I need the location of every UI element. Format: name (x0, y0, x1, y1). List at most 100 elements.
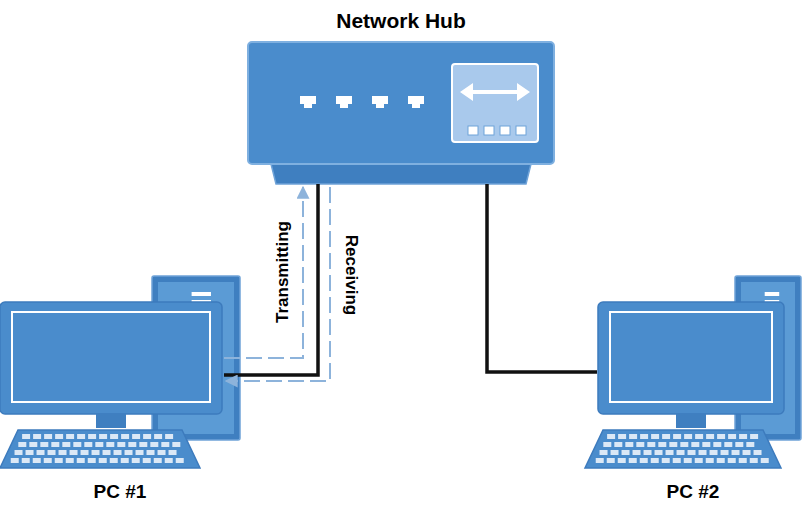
keyboard-key (55, 458, 63, 463)
keyboard-key (33, 458, 41, 463)
keyboard-key (625, 442, 633, 447)
panel-light (516, 126, 526, 135)
keyboard-key (150, 442, 158, 447)
signal-arrow (226, 187, 330, 381)
keyboard-key (106, 442, 114, 447)
keyboard-key (88, 434, 96, 439)
keyboard-key (655, 450, 663, 455)
keyboard-key (695, 434, 703, 439)
keyboard-key (684, 458, 692, 463)
keyboard-key (717, 434, 725, 439)
keyboard-key (99, 434, 107, 439)
drive-bay (192, 292, 211, 296)
keyboard-key (44, 458, 52, 463)
keyboard-key (139, 442, 147, 447)
keyboard-key (66, 434, 74, 439)
keyboard-key (143, 434, 151, 439)
keyboard-key (618, 458, 626, 463)
keyboard-key (713, 442, 721, 447)
keyboard-key (666, 450, 674, 455)
double-arrow (470, 90, 520, 94)
keyboard-key (51, 442, 59, 447)
keyboard-key (165, 458, 173, 463)
keyboard-key (103, 450, 111, 455)
keyboard-key (44, 434, 52, 439)
computer-label: PC #2 (633, 481, 753, 504)
keyboard-key (77, 434, 85, 439)
keyboard-key (761, 458, 769, 463)
keyboard-key (644, 450, 652, 455)
keyboard-key (746, 442, 754, 447)
keyboard-key (647, 442, 655, 447)
keyboard-key (735, 442, 743, 447)
keyboard-key (739, 458, 747, 463)
keyboard-key (662, 458, 670, 463)
port-icon (336, 96, 352, 108)
keyboard-key (677, 450, 685, 455)
keyboard-key (18, 442, 26, 447)
keyboard-key (633, 450, 641, 455)
keyboard-key (750, 434, 758, 439)
keyboard-key (37, 450, 45, 455)
keyboard-key (143, 458, 151, 463)
keyboard-key (702, 442, 710, 447)
keyboard-key (172, 442, 180, 447)
keyboard-key (680, 442, 688, 447)
keyboard-key (636, 442, 644, 447)
computer-label: PC #1 (60, 481, 180, 504)
keyboard-key (651, 434, 659, 439)
monitor-screen (12, 312, 210, 402)
keyboard-key (600, 450, 608, 455)
keyboard-key (95, 442, 103, 447)
keyboard-key (721, 450, 729, 455)
keyboard-key (132, 458, 140, 463)
keyboard (585, 430, 781, 468)
monitor-screen (610, 312, 772, 402)
keyboard-key (55, 434, 63, 439)
keyboard-key (117, 442, 125, 447)
keyboard-key (77, 458, 85, 463)
device-title: Network Hub (248, 8, 554, 33)
keyboard-key (132, 434, 140, 439)
keyboard-key (40, 442, 48, 447)
keyboard-key (732, 450, 740, 455)
keyboard-key (611, 450, 619, 455)
keyboard-key (11, 458, 19, 463)
panel-light (484, 126, 494, 135)
keyboard-key (92, 450, 100, 455)
panel-light (500, 126, 510, 135)
keyboard-key (158, 450, 166, 455)
keyboard-key (110, 458, 118, 463)
keyboard-key (739, 434, 747, 439)
keyboard-key (176, 458, 184, 463)
keyboard-key (125, 450, 133, 455)
keyboard-key (640, 458, 648, 463)
node-shape (597, 270, 806, 510)
monitor-neck (96, 414, 126, 428)
keyboard-key (695, 458, 703, 463)
keyboard-key (161, 442, 169, 447)
keyboard-key (699, 450, 707, 455)
keyboard-key (121, 458, 129, 463)
panel-light (468, 126, 478, 135)
keyboard (0, 430, 200, 468)
keyboard-key (750, 458, 758, 463)
keyboard-key (26, 450, 34, 455)
port-icon (408, 96, 424, 108)
keyboard-key (669, 442, 677, 447)
port-icon (372, 96, 388, 108)
network-cable (224, 184, 318, 375)
keyboard-key (48, 450, 56, 455)
keyboard-key (596, 458, 604, 463)
keyboard-key (15, 450, 23, 455)
port-icon (300, 96, 316, 108)
keyboard-key (33, 434, 41, 439)
keyboard-key (70, 450, 78, 455)
keyboard-key (66, 458, 74, 463)
signal-arrow (224, 187, 303, 358)
keyboard-key (154, 458, 162, 463)
keyboard-key (62, 442, 70, 447)
keyboard-key (618, 434, 626, 439)
